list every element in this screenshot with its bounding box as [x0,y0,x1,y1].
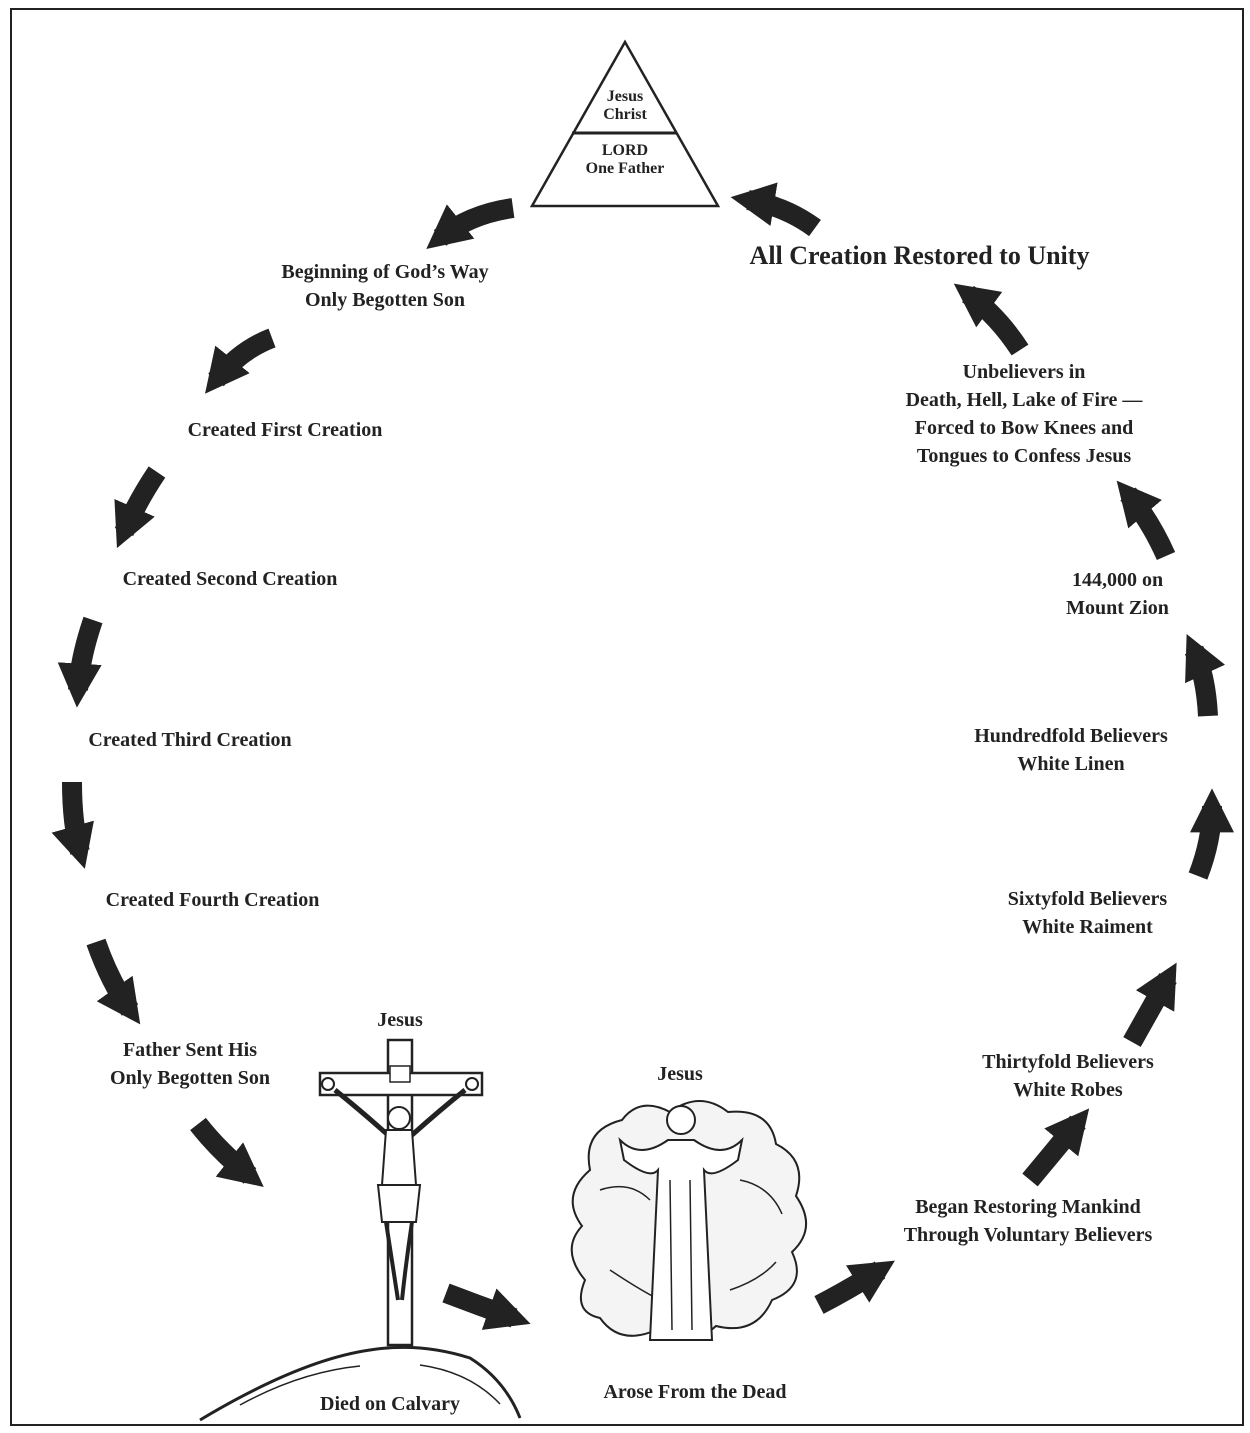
arrow-sixtyfold-to-hundredfold [1188,788,1234,880]
arrow-thirtyfold-to-sixtyfold [1123,962,1177,1047]
arrow-restored-to-pyramid [730,182,821,237]
label-jesus-cross: Jesus [377,1009,423,1031]
label-died-on-calvary: Died on Calvary [320,1393,460,1415]
label-arose: Arose From the Dead [603,1381,787,1403]
label-fourth-creation: Created Fourth Creation [105,889,320,911]
arrow-restoring-to-thirtyfold [1022,1108,1090,1187]
arrow-fourth-to-sent [86,938,141,1025]
arrow-hundredfold-to-zion [1184,634,1226,717]
arrow-sent-to-calvary [190,1117,264,1187]
label-jesus-risen: Jesus [657,1063,703,1085]
label-all-creation-restored: All Creation Restored to Unity [749,241,1090,270]
risen-christ-in-clouds-illustration [570,1100,808,1341]
cycle-arrows [51,182,1234,1330]
crucifix-on-hill-illustration [199,1038,522,1422]
arrow-arose-to-restoring [814,1260,895,1314]
arrow-third-to-fourth [51,781,94,869]
pyramid-godhead [529,39,721,208]
label-second-creation: Created Second Creation [122,568,338,590]
arrow-pyramid-to-beginning [426,198,515,249]
arrow-second-to-third [57,616,103,708]
arrow-zion-to-unbelievers [1116,480,1176,561]
arrow-first-to-second [114,466,166,549]
arrow-calvary-to-arose [442,1283,531,1330]
label-third-creation: Created Third Creation [88,729,292,751]
arrow-unbelievers-to-restored [953,283,1029,356]
arrow-beginning-to-first [205,328,276,394]
label-first-creation: Created First Creation [187,419,383,441]
